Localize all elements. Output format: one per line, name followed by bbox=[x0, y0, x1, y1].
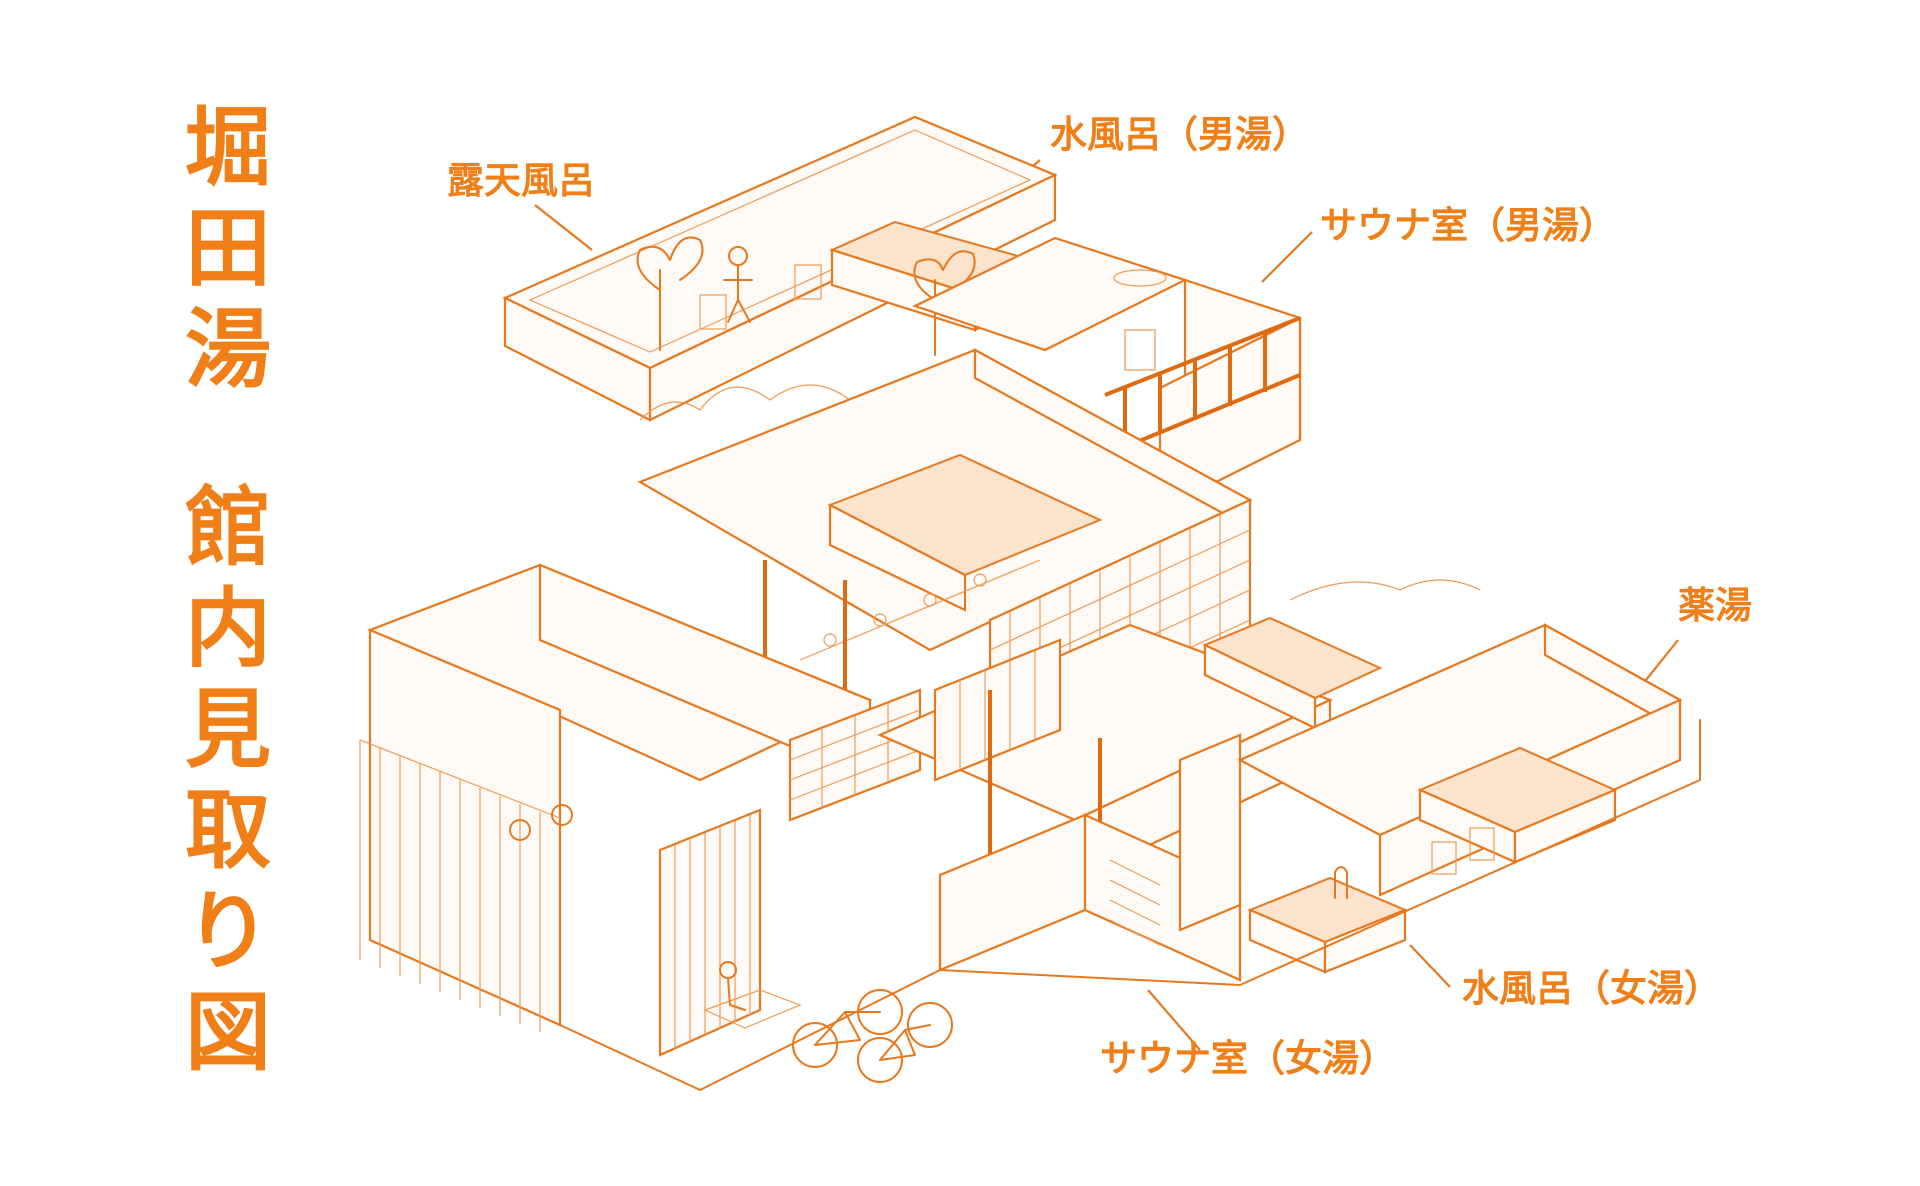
label-mizuburo-men: 水風呂（男湯） bbox=[1050, 112, 1309, 156]
sauna-women-room bbox=[938, 733, 1242, 982]
title-char: 館 bbox=[185, 477, 271, 578]
floor-plan-title: 館 内 見 取 り 図 bbox=[185, 478, 271, 1084]
bicycles bbox=[792, 989, 953, 1083]
leader-sauna-men bbox=[1261, 231, 1313, 283]
label-sauna-women: サウナ室（女湯） bbox=[1100, 1036, 1396, 1080]
title-char: 湯 bbox=[185, 299, 271, 400]
title-char: 見 bbox=[185, 679, 271, 780]
leader-mizuburo-women bbox=[1409, 944, 1451, 988]
ground-outline bbox=[559, 719, 1701, 1091]
bathhouse-name: 堀 田 湯 bbox=[185, 98, 271, 401]
kusuriyu-area bbox=[1237, 623, 1683, 974]
entrance-level bbox=[359, 563, 922, 1057]
label-sauna-men: サウナ室（男湯） bbox=[1320, 203, 1616, 247]
title-char: 取 bbox=[185, 780, 271, 881]
title-char: 内 bbox=[185, 578, 271, 679]
title-char: 田 bbox=[185, 198, 271, 299]
leader-sauna-women bbox=[1147, 989, 1201, 1051]
label-rotenburo: 露天風呂 bbox=[447, 158, 595, 202]
label-kusuriyu: 薬湯 bbox=[1678, 583, 1752, 627]
sauna-men-room bbox=[912, 236, 1302, 512]
title-char: 堀 bbox=[185, 97, 271, 198]
label-mizuburo-women: 水風呂（女湯） bbox=[1462, 966, 1721, 1010]
title-char: 図 bbox=[185, 982, 271, 1083]
title-char: り bbox=[185, 881, 271, 982]
leader-rotenburo bbox=[534, 204, 593, 251]
